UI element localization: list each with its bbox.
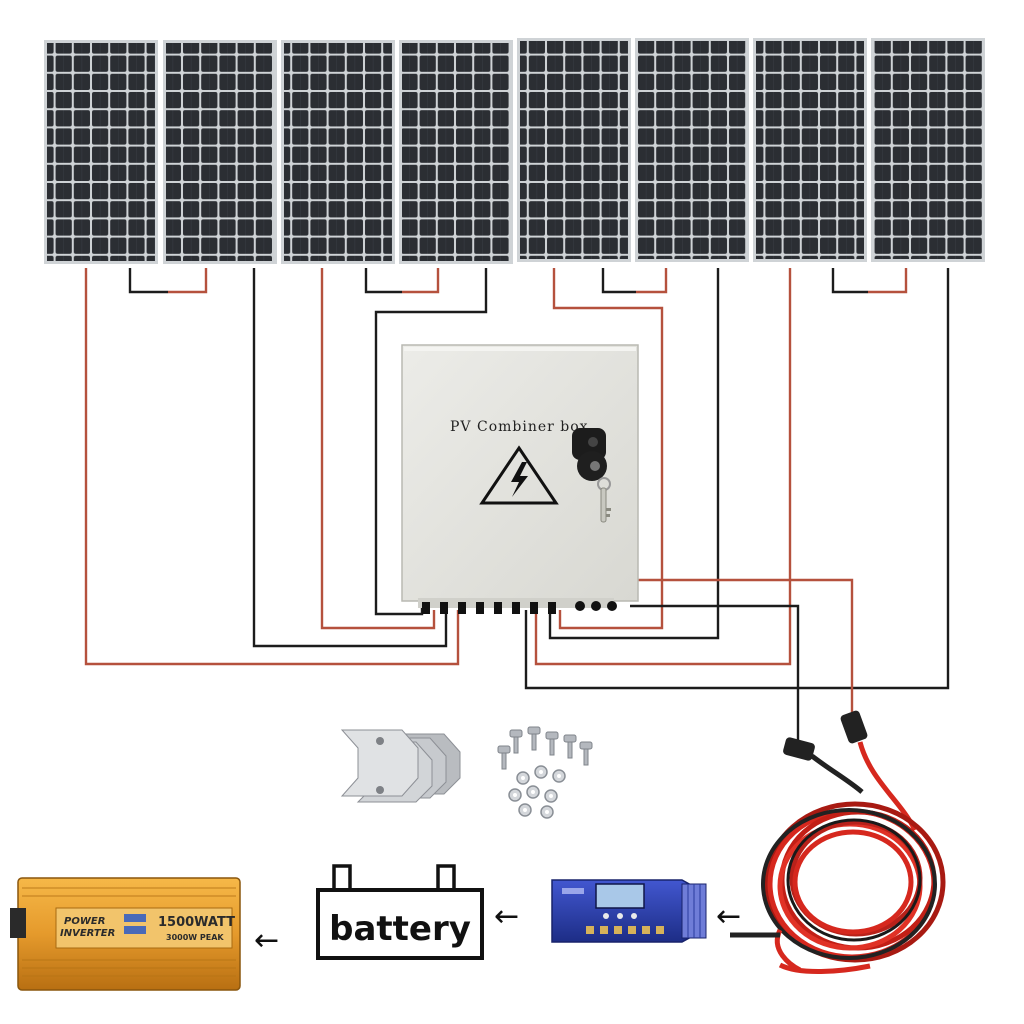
solar-panel-4: [399, 40, 513, 264]
inverter-brand-line2: INVERTER: [60, 928, 115, 939]
solar-panel-1: [44, 40, 158, 264]
inverter-outlet: [10, 908, 26, 938]
bolts-and-nuts: [497, 726, 593, 819]
arrow-cable-to-controller: ←: [716, 899, 741, 934]
inverter-brand-line1: POWER: [64, 916, 105, 927]
controller-lcd-screen: [595, 883, 645, 909]
charge-controller: [551, 879, 707, 943]
combiner-box-title: PV Combiner box: [450, 419, 589, 435]
solar-panel-array: [44, 38, 985, 264]
pv-combiner-box: PV Combiner box: [401, 344, 639, 614]
solar-panel-7: [753, 38, 867, 262]
power-inverter: POWER INVERTER 1500WATT 3000W PEAK: [10, 877, 241, 991]
arrow-controller-to-battery: ←: [494, 899, 519, 934]
inverter-peak: 3000W PEAK: [166, 933, 224, 942]
inverter-rating: 1500WATT: [158, 915, 235, 930]
solar-panel-8: [871, 38, 985, 262]
panel-wiring: [84, 268, 950, 740]
battery-label: battery: [329, 909, 471, 949]
battery: battery: [316, 864, 484, 960]
mounting-brackets: [340, 729, 461, 803]
solar-extension-cable: [730, 710, 946, 974]
solar-panel-5: [517, 38, 631, 262]
key-lock-icon: [572, 428, 611, 523]
solar-panel-6: [635, 38, 749, 262]
high-voltage-warning-icon: [479, 445, 559, 505]
red-cable-coil: [730, 801, 946, 974]
arrow-battery-to-inverter: ←: [254, 923, 279, 958]
combiner-terminal-row: [418, 598, 617, 614]
mc4-connector-negative: [783, 737, 864, 794]
solar-panel-3: [281, 40, 395, 264]
solar-panel-2: [163, 40, 277, 264]
